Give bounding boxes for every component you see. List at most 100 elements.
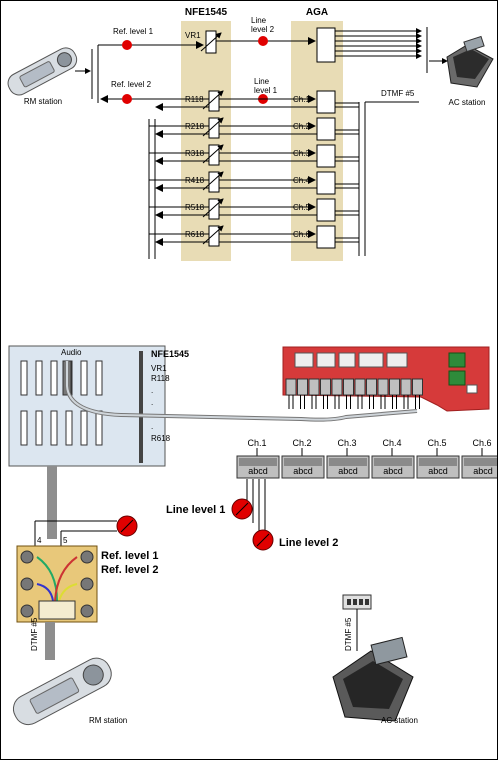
dots-1: . bbox=[151, 386, 153, 395]
aga-fanout bbox=[335, 27, 428, 73]
rm-station-phone-icon-bottom bbox=[12, 657, 112, 726]
ac-station-phone-icon bbox=[446, 35, 494, 88]
terminal-screws bbox=[374, 458, 412, 466]
channel-box bbox=[316, 90, 336, 114]
channel-box bbox=[316, 198, 336, 222]
dtmf-bottom-label-rm: DTMF #5 bbox=[30, 617, 39, 651]
junction-box bbox=[16, 545, 98, 623]
nfe1545-panel bbox=[181, 21, 231, 261]
resistor-wiper bbox=[202, 90, 224, 110]
aga-terminal-strip bbox=[285, 378, 423, 409]
channel-row: R218 Ch.2 bbox=[149, 117, 359, 141]
card-slot bbox=[50, 410, 58, 446]
aga-terminal bbox=[400, 378, 412, 396]
channel-label: Ch.6 bbox=[293, 230, 310, 239]
aga-terminal bbox=[297, 378, 308, 396]
resistor-label: R518 bbox=[185, 203, 205, 212]
channel-terminal-label: Ch.5 bbox=[427, 438, 446, 448]
card-slot bbox=[65, 410, 73, 446]
terminal-letters: abcd bbox=[473, 466, 493, 476]
channel-terminals: Ch.1abcdCh.2abcdCh.3abcdCh.4abcdCh.5abcd… bbox=[236, 438, 497, 479]
channel-label: Ch.4 bbox=[293, 176, 310, 185]
aga-terminal bbox=[331, 378, 343, 396]
meter-needle-2 bbox=[256, 533, 270, 547]
channel-row: R118 Ch.1 bbox=[149, 90, 359, 114]
aga-terminal bbox=[366, 378, 377, 396]
aga-terminal bbox=[377, 378, 389, 396]
vr1-label: VR1 bbox=[185, 31, 201, 40]
channel-label: Ch.1 bbox=[293, 95, 310, 104]
aga-output-box bbox=[316, 27, 336, 63]
channel-terminal-label: Ch.6 bbox=[472, 438, 491, 448]
dtmf-bottom-label-ac: DTMF #5 bbox=[344, 617, 353, 651]
ref-meter-needle bbox=[120, 519, 134, 533]
channel-label: Ch.2 bbox=[293, 122, 310, 131]
resistor-label: R118 bbox=[185, 95, 204, 104]
resistor bbox=[208, 117, 220, 139]
dtmf-label: DTMF #5 bbox=[381, 89, 415, 98]
card-slot bbox=[95, 410, 103, 446]
rm-station-phone-icon bbox=[7, 47, 78, 96]
resistor-label: R418 bbox=[185, 176, 205, 185]
channel-box bbox=[316, 225, 336, 249]
vr1-wiper bbox=[200, 32, 222, 52]
resistor-wiper bbox=[202, 198, 224, 218]
audio-label: Audio bbox=[61, 348, 82, 357]
resistor-wiper bbox=[202, 117, 224, 137]
ref-level-1-meter-label: Ref. level 1 bbox=[101, 550, 158, 562]
resistor bbox=[208, 198, 220, 220]
ac-terminal-block bbox=[342, 594, 372, 610]
resistor-wiper bbox=[202, 225, 224, 245]
nfe1545-title: NFE1545 bbox=[185, 7, 228, 18]
meter-needle-1 bbox=[235, 502, 249, 516]
aga-terminal bbox=[320, 378, 331, 396]
pin-5-label: 5 bbox=[63, 536, 68, 545]
terminal-letters: abcd bbox=[383, 466, 403, 476]
card-slot bbox=[20, 360, 28, 396]
aga-terminal bbox=[412, 378, 423, 396]
rm-cable bbox=[47, 466, 57, 539]
terminal-screws bbox=[239, 458, 277, 466]
channel-box bbox=[316, 171, 336, 195]
line-level-2-marker bbox=[258, 36, 268, 46]
dtmf-cable bbox=[45, 622, 55, 660]
dots-4: . bbox=[151, 422, 153, 431]
ac-station-label-bottom: AC station bbox=[381, 716, 418, 725]
channel-row: R318 Ch.3 bbox=[149, 144, 359, 168]
nfe-side-strip bbox=[139, 351, 143, 463]
channel-terminal-label: Ch.1 bbox=[247, 438, 266, 448]
audio-cable-core bbox=[66, 361, 418, 421]
terminal-screws bbox=[464, 458, 497, 466]
rm-station-label: RM station bbox=[24, 97, 62, 106]
resistor-label: R218 bbox=[185, 122, 205, 131]
aga-terminal bbox=[389, 378, 400, 396]
dots-2: . bbox=[151, 398, 153, 407]
channel-box bbox=[316, 144, 336, 168]
terminal-screws bbox=[419, 458, 457, 466]
resistor bbox=[208, 171, 220, 193]
card-slot bbox=[35, 410, 43, 446]
aga-terminal bbox=[354, 378, 366, 396]
nfe1545-box-title: NFE1545 bbox=[151, 349, 189, 359]
aga-terminal bbox=[308, 378, 320, 396]
channel-terminal-label: Ch.3 bbox=[337, 438, 356, 448]
terminal-letters: abcd bbox=[293, 466, 313, 476]
channel-label: Ch.3 bbox=[293, 149, 310, 158]
vr1-box-label: VR1 bbox=[151, 364, 167, 373]
ref-level-2-marker bbox=[122, 94, 132, 104]
card-slot bbox=[20, 410, 28, 446]
pin-4-label: 4 bbox=[37, 536, 42, 545]
resistor bbox=[208, 144, 220, 166]
resistor bbox=[208, 225, 220, 247]
resistor-wiper bbox=[202, 171, 224, 191]
resistor-label: R318 bbox=[185, 149, 205, 158]
resistor-wiper bbox=[202, 144, 224, 164]
channel-terminal-label: Ch.2 bbox=[292, 438, 311, 448]
